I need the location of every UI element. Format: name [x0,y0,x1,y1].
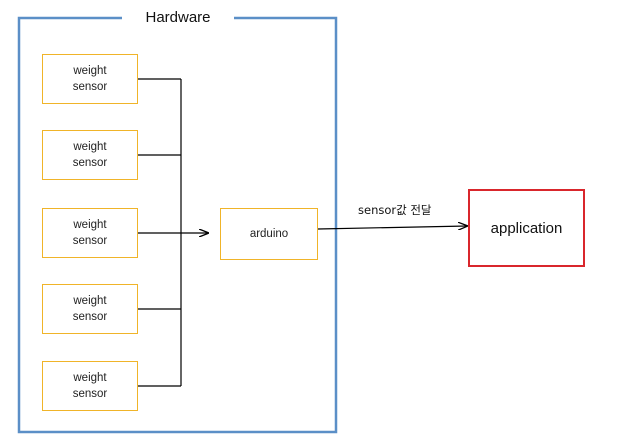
sensor-label-line2: sensor [72,81,108,93]
sensor-label-line1: weight [73,65,107,77]
sensor-label-line1: weight [73,219,107,231]
weight-sensor-node-4: weight sensor [42,284,138,334]
weight-sensor-node-2: weight sensor [42,130,138,180]
weight-sensor-node-1: weight sensor [42,54,138,104]
arduino-to-application-arrow [317,226,467,229]
arduino-node: arduino [220,208,318,260]
hardware-group-title: Hardware [122,8,234,28]
sensor-connectors [138,78,182,387]
application-label: application [490,219,563,237]
application-node: application [468,189,585,267]
sensor-label-line1: weight [73,372,107,384]
arduino-label: arduino [249,228,289,240]
sensor-label-line2: sensor [72,235,108,247]
sensor-label-line2: sensor [72,388,108,400]
edge-label: sensor값 전달 [358,203,432,217]
sensor-label-line2: sensor [72,311,108,323]
sensor-label-line1: weight [73,295,107,307]
sensor-label-line1: weight [73,141,107,153]
sensor-label-line2: sensor [72,157,108,169]
weight-sensor-node-5: weight sensor [42,361,138,411]
weight-sensor-node-3: weight sensor [42,208,138,258]
